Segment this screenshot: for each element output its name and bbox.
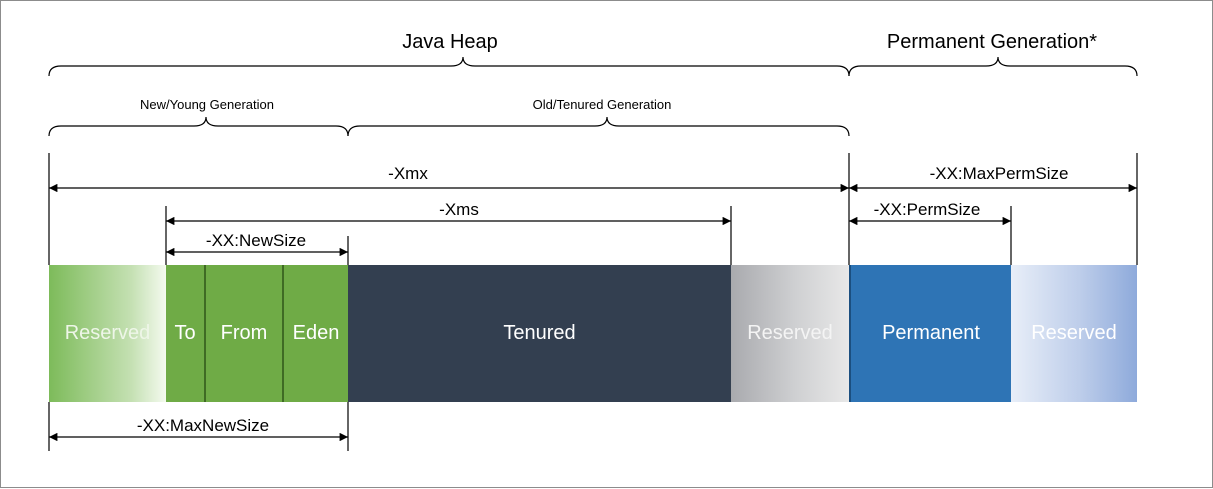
young-generation-label: New/Young Generation <box>140 97 274 112</box>
tenured-label: Tenured <box>503 322 576 344</box>
perm-reserved-segment: Reserved <box>1011 265 1137 402</box>
new-size-label: -XX:NewSize <box>205 231 307 250</box>
permanent-label: Permanent <box>882 322 980 344</box>
perm-reserved-label: Reserved <box>1031 322 1117 344</box>
java-heap-label: Java Heap <box>402 31 498 53</box>
java-heap-brace <box>48 56 850 77</box>
from-label: From <box>220 322 268 344</box>
old-generation-brace <box>347 116 850 137</box>
permanent-segment: Permanent <box>849 265 1011 402</box>
tenured-segment: Tenured <box>348 265 731 402</box>
to-survivor-segment: To <box>166 265 206 402</box>
from-survivor-segment: From <box>206 265 284 402</box>
eden-label: Eden <box>292 322 340 344</box>
old-reserved-label: Reserved <box>747 322 833 344</box>
xms-label: -Xms <box>439 200 479 219</box>
xmx-label: -Xmx <box>388 164 428 183</box>
perm-size-label: -XX:PermSize <box>873 200 981 219</box>
old-generation-label: Old/Tenured Generation <box>532 97 672 112</box>
young-generation-brace <box>48 116 349 137</box>
permanent-generation-brace <box>848 56 1138 77</box>
permanent-generation-label: Permanent Generation* <box>886 31 1098 53</box>
young-reserved-label: Reserved <box>64 322 151 344</box>
max-new-size-label: -XX:MaxNewSize <box>136 416 270 435</box>
to-label: To <box>174 322 196 344</box>
eden-segment: Eden <box>284 265 348 402</box>
young-reserved-segment: Reserved <box>49 265 166 402</box>
old-reserved-segment: Reserved <box>731 265 849 402</box>
max-perm-size-label: -XX:MaxPermSize <box>929 164 1069 183</box>
